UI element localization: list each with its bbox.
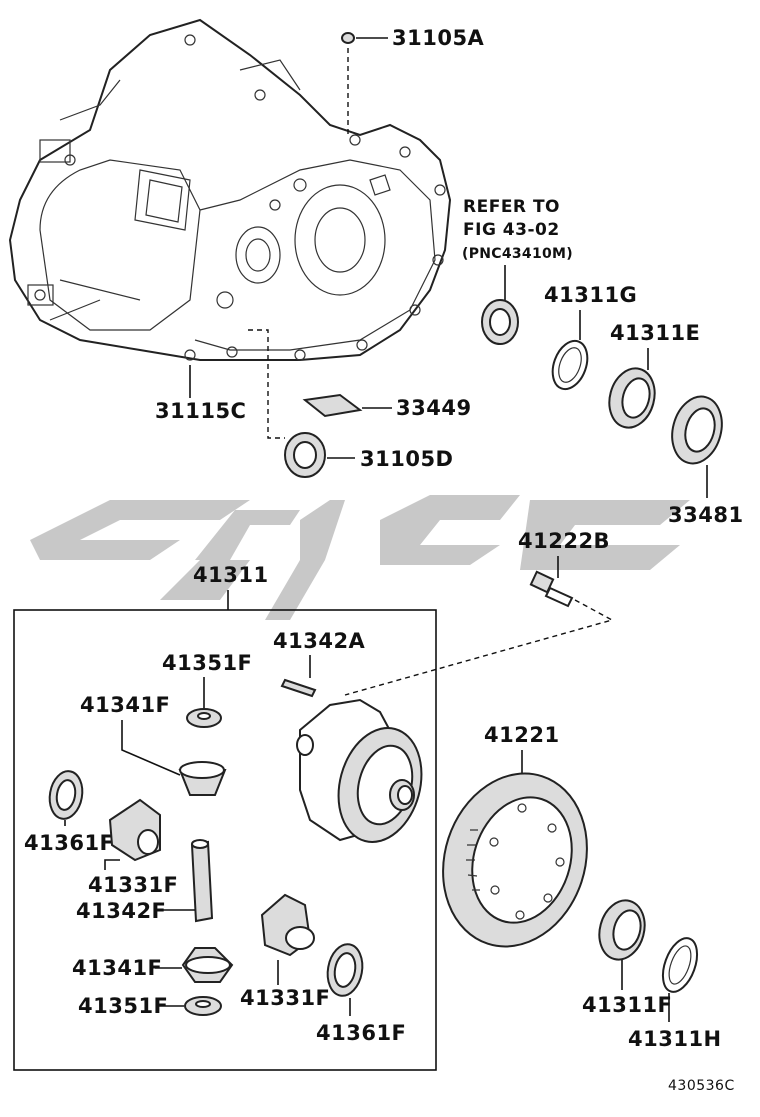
label-41222B: 41222B (518, 529, 610, 553)
label-41221: 41221 (484, 723, 560, 747)
watermark (30, 495, 690, 620)
label-41351F-top: 41351F (162, 651, 252, 675)
label-41311H: 41311H (628, 1027, 722, 1051)
label-33481: 33481 (668, 503, 744, 527)
seal-31105D: 31105D (248, 329, 454, 478)
label-41361F-right: 41361F (316, 1021, 406, 1045)
label-41311F: 41311F (582, 993, 672, 1017)
oil-seal-refer (481, 299, 519, 345)
refer-note: REFER TO FIG 43-02 (PNC43410M) (462, 197, 573, 300)
figure-code: 430536C (668, 1078, 735, 1094)
bearing-41311E: 41311E (608, 321, 700, 429)
label-41341F-top: 41341F (80, 693, 170, 717)
pin-31115C: 31115C (155, 365, 246, 423)
magnet-33449: 33449 (302, 393, 472, 420)
label-41331F-right: 41331F (240, 986, 330, 1010)
refer-line-1: REFER TO (463, 197, 560, 217)
label-41311: 41311 (193, 563, 269, 587)
refer-line-2: FIG 43-02 (463, 220, 560, 240)
seal-33481: 33481 (668, 395, 744, 527)
bearing-41311F: 41311F (582, 899, 672, 1017)
label-41341F-bottom: 41341F (72, 956, 162, 980)
label-33449: 33449 (396, 396, 472, 420)
label-31105D: 31105D (360, 447, 454, 471)
differential-case (296, 698, 423, 843)
label-31115C: 31115C (155, 399, 246, 423)
label-41311E: 41311E (610, 321, 700, 345)
label-41331F-left: 41331F (88, 873, 178, 897)
shim-41311H: 41311H (628, 937, 722, 1051)
bolt-41222B: 41222B (344, 529, 614, 696)
label-31105A: 31105A (392, 26, 485, 50)
transaxle-housing (8, 18, 452, 361)
label-41342F: 41342F (76, 899, 166, 923)
label-41311G: 41311G (544, 283, 637, 307)
label-41342A: 41342A (273, 629, 366, 653)
ring-gear-41221: 41221 (442, 723, 588, 948)
differential-assembly-box: 41311 41342A 41351F 41341F 41361F (13, 563, 437, 1071)
label-41361F-left: 41361F (24, 831, 114, 855)
shim-41311G: 41311G (544, 283, 637, 391)
label-41351F-bottom: 41351F (78, 994, 168, 1018)
plug-31105A: 31105A (341, 26, 485, 135)
refer-line-3: (PNC43410M) (462, 246, 573, 262)
